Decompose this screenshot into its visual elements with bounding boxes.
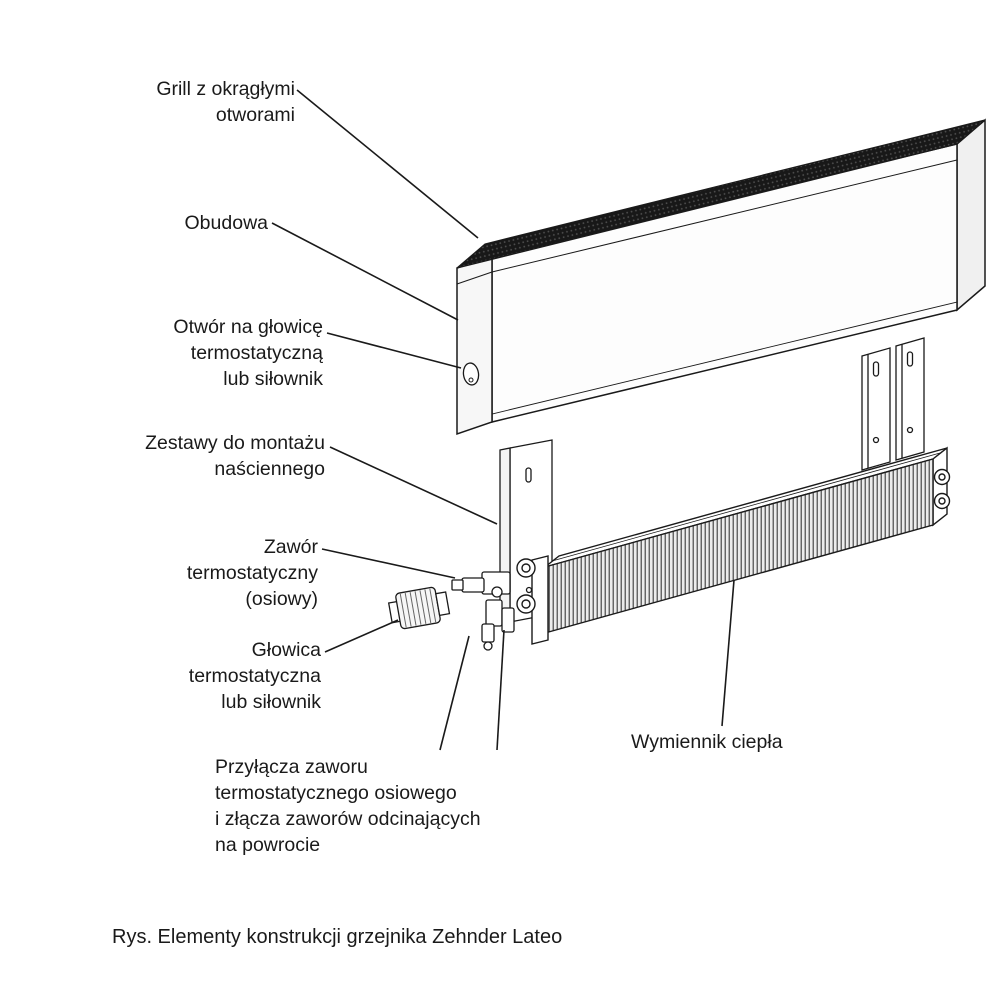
leader-obudowa <box>271 222 459 321</box>
label-zawor-termostatyczny: Zawór termostatyczny (osiowy) <box>186 536 318 610</box>
casing-drawing <box>456 118 986 436</box>
leader-wymiennik <box>721 579 735 727</box>
leader-otwor <box>326 332 462 369</box>
leader-grill <box>296 89 479 239</box>
label-przylacza-zaworu: Przyłącza zaworu termostatycznego osiowe… <box>215 756 481 856</box>
label-otwor-na-glowice: Otwór na głowicę termostatyczną lub siło… <box>173 316 323 390</box>
base-seam <box>491 301 958 415</box>
valve-assembly-drawing <box>451 571 515 651</box>
mounting-brackets-right <box>861 337 925 471</box>
thermostatic-head-drawing <box>387 586 451 630</box>
lid-seam <box>491 159 958 273</box>
label-grill: Grill z okrągłymi otworami <box>156 78 295 126</box>
leader-przylacza-1 <box>439 635 470 751</box>
label-glowica-termostatyczna: Głowica termostatyczna lub siłownik <box>188 639 321 713</box>
leader-glowica <box>324 619 399 653</box>
heat-exchanger-drawing <box>516 446 951 645</box>
leader-lines <box>271 89 735 751</box>
label-obudowa: Obudowa <box>184 212 268 234</box>
thermostat-hole <box>462 362 480 386</box>
leader-przylacza-2 <box>496 629 505 751</box>
label-wymiennik-ciepla: Wymiennik ciepła <box>631 731 783 753</box>
leader-zestawy <box>329 446 498 525</box>
leader-zawor <box>321 548 456 579</box>
lid-seam-end <box>456 271 493 285</box>
housing-right-end <box>956 118 986 312</box>
label-zestawy-montazu: Zestawy do montażu naściennego <box>145 432 325 480</box>
figure-caption: Rys. Elementy konstrukcji grzejnika Zehn… <box>112 926 563 948</box>
grill-surface <box>456 119 986 269</box>
